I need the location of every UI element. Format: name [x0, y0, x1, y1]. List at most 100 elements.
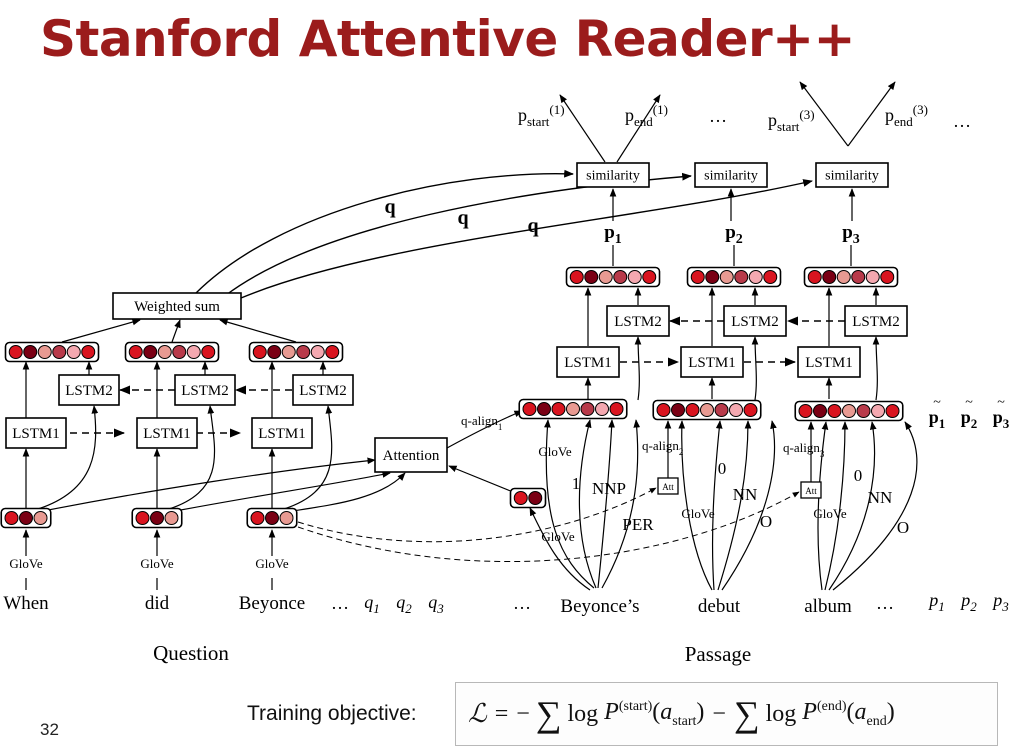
passage-lstm1-1-label: LSTM1	[688, 355, 736, 371]
question-lstm2-1	[174, 374, 236, 406]
passage-lstm1-1	[680, 346, 744, 378]
question-lstm1-2	[251, 417, 313, 449]
passage-feature-vector-2-unit	[813, 404, 827, 418]
question-lstm1-2-label: LSTM1	[258, 426, 306, 442]
passage-feature-vector-1-unit	[656, 403, 671, 417]
question-to-att-small-1	[297, 487, 657, 543]
slide-number: 32	[40, 720, 59, 739]
passage-hidden-vector-0-unit	[584, 270, 599, 284]
question-hidden-vector-0-unit	[37, 345, 52, 359]
att-box-small-1-label: Att	[662, 482, 674, 492]
album-ner-arrow	[832, 421, 918, 591]
log-1: log	[567, 700, 599, 727]
question-input-vector-1-unit	[164, 511, 179, 525]
question-lstm2-2	[292, 374, 354, 406]
diagram-edges	[22, 81, 918, 591]
attention-to-q-align	[446, 410, 523, 449]
loss-formula: ℒ = − ∑ log P(start)(astart) − ∑ log P(e…	[455, 682, 998, 746]
passage-hidden-vector-0-unit	[642, 270, 657, 284]
question-section-label: Question	[153, 641, 229, 665]
passage-tilde-1: ~	[933, 395, 941, 410]
beyonce-match-arrow	[578, 419, 597, 589]
passage-glove-vector-unit	[528, 491, 543, 505]
feature-exact-match-debut: 0	[718, 459, 727, 478]
passage-lstm1-0	[556, 346, 620, 378]
passage-hidden-vector-1-unit	[734, 270, 749, 284]
passage-glove-label-debut: GloVe	[681, 506, 714, 521]
weighted-sum-box-label: Weighted sum	[134, 299, 220, 315]
passage-hidden-vector-0-unit	[598, 270, 613, 284]
passage-glove-label-album: GloVe	[813, 506, 846, 521]
start-superscript: (start)	[618, 698, 653, 714]
passage-feature-vector-0-unit	[580, 402, 595, 416]
passage-hidden-vector-1-unit	[705, 270, 720, 284]
question-glove-label-0: GloVe	[9, 556, 42, 571]
passage-lstm2-2-label: LSTM2	[852, 314, 900, 330]
passage-feature-vector-1-unit	[671, 403, 685, 417]
attention-box	[374, 437, 448, 473]
prob-start: P(start)(astart)	[604, 699, 704, 730]
loss-symbol: ℒ	[468, 699, 487, 728]
passage-hidden-vector-2-unit	[836, 270, 851, 284]
beyonce-to-attention-vector	[529, 507, 591, 591]
passage-hidden-vector-1-unit	[719, 270, 734, 284]
output-p-end-3: pend(3)	[885, 102, 928, 129]
question-ellipsis: …	[331, 593, 349, 613]
question-vector-to-attention-1	[169, 471, 391, 513]
passage-glove-label-beyonce-2: GloVe	[541, 529, 574, 544]
training-objective-label: Training objective:	[247, 702, 417, 725]
output-p-start-1: pstart(1)	[518, 102, 565, 129]
question-lstm2-1-label: LSTM2	[181, 383, 229, 399]
passage-feature-vector-0-unit	[609, 402, 624, 416]
passage-feature-vector-2-unit	[842, 404, 856, 418]
question-lstm1-0-label: LSTM1	[12, 426, 60, 442]
passage-lstm1-0-label: LSTM1	[564, 355, 612, 371]
similarity-box-1	[694, 162, 768, 188]
passage-ptilde-1: p1	[929, 407, 946, 431]
feature-ner-beyonce: PER	[622, 515, 654, 534]
weighted-sum-box	[112, 292, 242, 320]
passage-feature-vector-0-unit	[522, 402, 537, 416]
passage-p-bold-3: p3	[842, 222, 860, 247]
output-p-start-3: pstart(3)	[768, 107, 815, 134]
question-token-q3: q3	[428, 592, 444, 616]
passage-lstm2-1-label: LSTM2	[731, 314, 779, 330]
question-glove-label-1: GloVe	[140, 556, 173, 571]
end-subscript: end	[866, 713, 887, 729]
album-glove-arrow	[817, 421, 829, 591]
q-align-label-1: q-align1	[461, 413, 502, 432]
answer-a-1: a	[660, 698, 673, 725]
question-hidden-vector-1-unit	[172, 345, 187, 359]
similarity-box-0-label: similarity	[586, 169, 640, 184]
passage-vector-to-attention	[448, 465, 514, 493]
minus-sign-2: −	[712, 700, 726, 727]
feature-exact-match-album: 0	[854, 466, 863, 485]
passage-lstm1-2	[797, 346, 861, 378]
close-paren-1: )	[696, 698, 705, 725]
passage-glove-vector-unit	[513, 491, 528, 505]
passage-vector-to-lstm2-1	[751, 336, 759, 401]
question-hidden-vector-0-unit	[66, 345, 81, 359]
debut-match-arrow	[711, 420, 723, 591]
question-token-q1: q1	[364, 592, 380, 616]
passage-tilde-2: ~	[965, 395, 973, 410]
att-box-small-2	[800, 481, 822, 499]
similarity-box-1-label: similarity	[704, 169, 758, 184]
passage-lstm2-0-label: LSTM2	[614, 314, 662, 330]
question-hidden-vector-1-unit	[143, 345, 158, 359]
q-align-label-2: q-align2	[642, 438, 683, 457]
q-to-similarity-1	[195, 169, 574, 294]
output-p-end-1: pend(1)	[625, 102, 668, 129]
question-hidden-vector-1-unit	[128, 345, 143, 359]
output-start-arrow-1	[559, 94, 606, 163]
feature-ner-debut: O	[760, 512, 772, 531]
output-ellipsis-2: …	[953, 111, 971, 131]
q-to-similarity-3	[240, 179, 813, 299]
album-pos-arrow	[828, 421, 877, 591]
album-match-arrow	[824, 421, 849, 591]
open-paren-2: (	[846, 698, 855, 725]
passage-word-2: album	[804, 596, 852, 617]
debut-glove-arrow	[678, 420, 713, 591]
passage-feature-vector-0-unit	[566, 402, 580, 416]
